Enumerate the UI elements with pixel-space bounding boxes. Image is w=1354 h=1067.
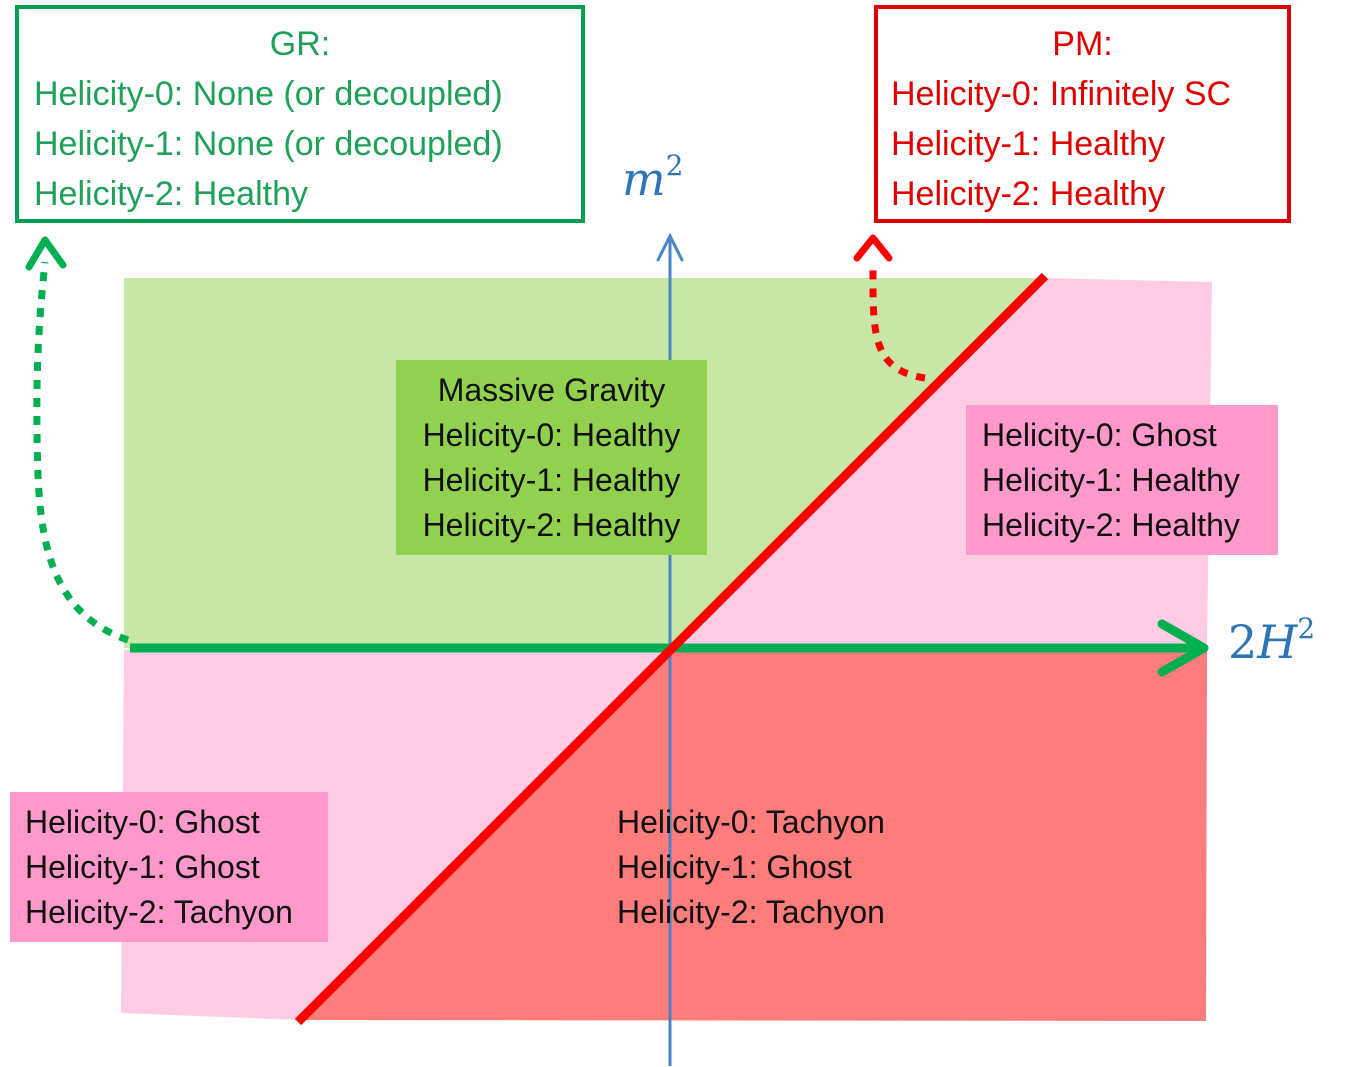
gr-dotted-arrow (33, 261, 130, 644)
tachyon-region (298, 650, 1207, 1021)
pm-helicity-2: Helicity-2: Healthy (891, 175, 1165, 213)
massive-gravity-helicity-0: Helicity-0: Healthy (422, 417, 681, 453)
lower-right-helicity-0: Helicity-0: Tachyon (617, 804, 885, 840)
lower-left-box: Helicity-0: Ghost Helicity-1: Ghost Heli… (10, 792, 328, 942)
pm-helicity-0: Helicity-0: Infinitely SC (891, 75, 1232, 113)
upper-right-helicity-2: Helicity-2: Healthy (982, 507, 1240, 543)
h2-axis-arrowhead (1157, 619, 1209, 677)
gr-helicity-2: Helicity-2: Healthy (34, 175, 308, 213)
upper-right-box: Helicity-0: Ghost Helicity-1: Healthy He… (966, 405, 1278, 555)
massive-gravity-helicity-2: Helicity-2: Healthy (422, 507, 681, 543)
h2-axis-label: 2H2 (1228, 611, 1316, 669)
h2-exponent: 2 (1297, 611, 1316, 645)
h2-prefix: 2 (1228, 615, 1258, 669)
m2-axis-arrowhead (656, 232, 684, 262)
pm-arrowhead (853, 234, 893, 262)
gr-box: GR: Helicity-0: None (or decoupled) Heli… (15, 5, 585, 223)
ghost-region-upper (670, 278, 1212, 648)
massive-gravity-helicity-1: Helicity-1: Healthy (422, 462, 681, 498)
upper-right-helicity-1: Helicity-1: Healthy (982, 462, 1240, 498)
gr-title: GR: (269, 25, 331, 63)
massive-gravity-title: Massive Gravity (437, 372, 666, 408)
h2-symbol: H (1257, 615, 1298, 669)
lower-left-helicity-2: Helicity-2: Tachyon (25, 894, 293, 930)
pm-helicity-1: Helicity-1: Healthy (891, 125, 1165, 163)
pm-dotted-arrow (869, 261, 926, 382)
partially-massless-line (294, 272, 1049, 1026)
m2-axis-label: m2 (622, 148, 684, 206)
gr-arrowhead (25, 236, 67, 271)
upper-right-helicity-0: Helicity-0: Ghost (982, 417, 1217, 453)
m2-exponent: 2 (665, 148, 684, 182)
gr-helicity-0: Helicity-0: None (or decoupled) (34, 75, 503, 113)
massive-gravity-box: Massive Gravity Helicity-0: Healthy Heli… (396, 360, 707, 555)
lower-right-helicity-2: Helicity-2: Tachyon (617, 894, 885, 930)
gr-helicity-1: Helicity-1: None (or decoupled) (34, 125, 503, 163)
pm-title: PM: (1052, 25, 1113, 63)
lower-left-helicity-0: Helicity-0: Ghost (25, 804, 260, 840)
pm-box: PM: Helicity-0: Infinitely SC Helicity-1… (874, 5, 1291, 223)
lower-left-helicity-1: Helicity-1: Ghost (25, 849, 260, 885)
lower-right-box: Helicity-0: Tachyon Helicity-1: Ghost He… (607, 792, 937, 942)
m2-symbol: m (622, 152, 666, 206)
lower-right-helicity-1: Helicity-1: Ghost (617, 849, 852, 885)
